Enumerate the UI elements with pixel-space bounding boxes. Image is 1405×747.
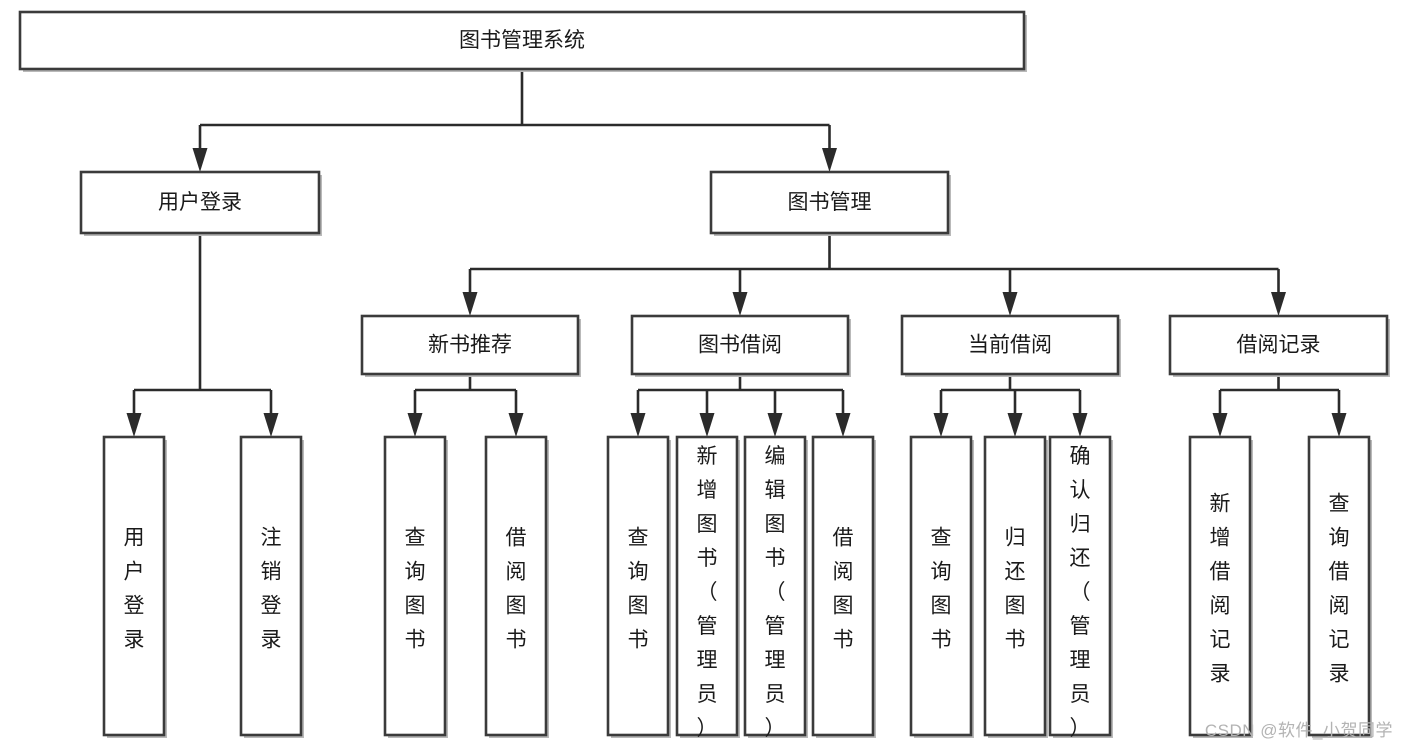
- node-rect[interactable]: [484, 435, 548, 737]
- node-rect[interactable]: [102, 435, 166, 737]
- node-label: 编辑图书（管理员）: [765, 445, 786, 740]
- node-leaf-query-book-3[interactable]: 查询图书: [909, 435, 974, 738]
- node-label: 归还图书: [1005, 527, 1026, 652]
- node-rect[interactable]: [360, 314, 580, 376]
- arrow-head-icon: [126, 413, 142, 437]
- node-label: 确认归还（管理员）: [1070, 445, 1091, 740]
- node-leaf-query-book-1[interactable]: 查询图书: [383, 435, 448, 738]
- arrow-head-icon: [192, 148, 208, 172]
- node-label: 新增借阅记录: [1210, 493, 1231, 686]
- node-leaf-borrow-book-1[interactable]: 借阅图书: [484, 435, 549, 738]
- node-label: 查询图书: [628, 527, 649, 652]
- node-label: 注销登录: [261, 527, 282, 652]
- node-label: 当前借阅: [968, 334, 1052, 357]
- node-rect[interactable]: [383, 435, 447, 737]
- arrow-head-icon: [767, 413, 783, 437]
- node-rect[interactable]: [1188, 435, 1252, 737]
- node-leaf-edit-book[interactable]: 编辑图书（管理员）: [743, 435, 808, 740]
- node-label: 借阅图书: [833, 527, 854, 652]
- node-leaf-query-book-2[interactable]: 查询图书: [606, 435, 671, 738]
- node-book-manage[interactable]: 图书管理: [709, 170, 951, 236]
- arrow-head-icon: [835, 413, 851, 437]
- arrow-head-icon: [1271, 292, 1286, 316]
- node-leaf-user-login[interactable]: 用户登录: [102, 435, 167, 738]
- arrow-head-icon: [630, 413, 646, 437]
- node-label: 图书管理: [788, 191, 872, 214]
- arrow-head-icon: [732, 292, 748, 316]
- node-borrow-record[interactable]: 借阅记录: [1168, 314, 1390, 377]
- node-rect[interactable]: [1307, 435, 1371, 737]
- node-rect[interactable]: [239, 435, 303, 737]
- node-root-图书管理系统[interactable]: 图书管理系统: [18, 10, 1027, 72]
- node-rect[interactable]: [1048, 435, 1112, 737]
- arrow-head-icon: [1002, 292, 1018, 316]
- arrow-head-icon: [1007, 413, 1023, 437]
- node-current-borrow[interactable]: 当前借阅: [900, 314, 1121, 377]
- arrow-head-icon: [462, 292, 478, 316]
- node-leaf-add-book[interactable]: 新增图书（管理员）: [675, 435, 740, 740]
- node-leaf-add-record[interactable]: 新增借阅记录: [1188, 435, 1253, 738]
- node-leaf-confirm-return[interactable]: 确认归还（管理员）: [1048, 435, 1113, 740]
- node-rect[interactable]: [909, 435, 973, 737]
- arrow-head-icon: [1331, 413, 1347, 437]
- node-label: 用户登录: [158, 191, 242, 214]
- arrow-head-icon: [407, 413, 423, 437]
- node-rect[interactable]: [79, 170, 321, 235]
- arrow-head-icon: [508, 413, 524, 437]
- node-user-login[interactable]: 用户登录: [79, 170, 322, 236]
- node-rect[interactable]: [743, 435, 807, 737]
- node-rect[interactable]: [630, 314, 850, 376]
- node-label: 图书管理系统: [459, 29, 585, 52]
- arrow-head-icon: [933, 413, 949, 437]
- node-label: 借阅记录: [1237, 334, 1321, 357]
- node-rect[interactable]: [606, 435, 670, 737]
- node-book-borrow[interactable]: 图书借阅: [630, 314, 851, 377]
- arrow-head-icon: [1072, 413, 1088, 437]
- node-leaf-borrow-book-2[interactable]: 借阅图书: [811, 435, 876, 738]
- node-label: 用户登录: [124, 527, 145, 652]
- connectors-layer: [126, 69, 1347, 437]
- arrow-head-icon: [822, 148, 837, 172]
- node-label: 图书借阅: [698, 334, 782, 357]
- watermark-text: CSDN @软件_小贺同学: [1204, 721, 1393, 740]
- nodes-layer: 图书管理系统用户登录图书管理新书推荐图书借阅当前借阅借阅记录用户登录注销登录查询…: [18, 10, 1390, 740]
- node-rect[interactable]: [983, 435, 1047, 737]
- node-rect[interactable]: [18, 10, 1026, 71]
- arrow-head-icon: [1212, 413, 1228, 437]
- node-rect[interactable]: [811, 435, 875, 737]
- node-label: 借阅图书: [506, 527, 527, 652]
- arrow-head-icon: [699, 413, 715, 437]
- node-leaf-query-record[interactable]: 查询借阅记录: [1307, 435, 1372, 738]
- node-label: 查询借阅记录: [1329, 493, 1350, 686]
- node-label: 新书推荐: [428, 334, 512, 357]
- node-rect[interactable]: [675, 435, 739, 737]
- node-leaf-user-logout[interactable]: 注销登录: [239, 435, 304, 738]
- node-label: 查询图书: [931, 527, 952, 652]
- node-rect[interactable]: [900, 314, 1120, 376]
- node-label: 查询图书: [405, 527, 426, 652]
- arrow-head-icon: [263, 413, 279, 437]
- node-label: 新增图书（管理员）: [697, 445, 718, 740]
- node-new-book-recommend[interactable]: 新书推荐: [360, 314, 581, 377]
- node-leaf-return-book[interactable]: 归还图书: [983, 435, 1048, 738]
- node-rect[interactable]: [709, 170, 950, 235]
- node-rect[interactable]: [1168, 314, 1389, 376]
